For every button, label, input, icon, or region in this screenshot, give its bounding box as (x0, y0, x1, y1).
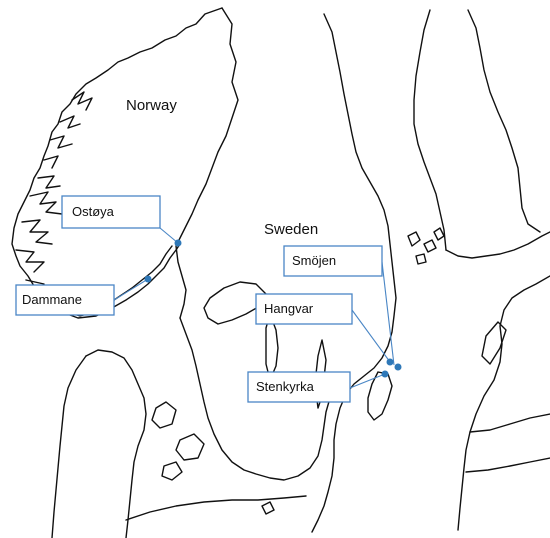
germany-coastline (125, 495, 307, 521)
danish-islands (151, 401, 205, 481)
dammane-label: Dammane (22, 292, 82, 307)
bornholm-island (261, 501, 275, 515)
ostoya-site-marker[interactable] (174, 239, 182, 247)
hangvar-site-marker[interactable] (386, 358, 394, 366)
jutland-west-coastline (51, 355, 87, 538)
country-label-sweden: Sweden (264, 221, 318, 238)
stenkyrka-label: Stenkyrka (256, 379, 315, 394)
hangvar-label: Hangvar (264, 301, 314, 316)
hangvar-leader-line (351, 309, 391, 363)
ostoya-label: Ostøya (72, 204, 115, 219)
norway-fjords-north (37, 91, 93, 189)
oland-island (315, 339, 327, 409)
finland-inland-border (467, 9, 541, 233)
sweden-east-coastline (311, 13, 397, 533)
smojen-site-marker[interactable] (394, 363, 402, 371)
stenkyrka-label-box (247, 371, 351, 403)
baltic-border-2 (465, 457, 550, 473)
lake-vanern (203, 281, 267, 325)
ostoya-leader-line (159, 227, 179, 244)
country-label-norway: Norway (126, 97, 177, 114)
stenkyrka-leader-line (349, 373, 386, 389)
norway-sweden-border (175, 7, 239, 319)
baltic-east-coastline (457, 275, 550, 531)
stenkyrka-site-marker[interactable] (381, 370, 389, 378)
ostoya-label-box (61, 195, 161, 229)
norway-west-coastline (11, 7, 223, 317)
smojen-label-box (283, 245, 383, 277)
norway-fjords-west (15, 191, 63, 297)
baltic-border-1 (469, 413, 550, 433)
jutland-coastline (85, 349, 147, 538)
saaremaa-island (481, 321, 507, 365)
smojen-label: Smöjen (292, 253, 336, 268)
gotland-island (367, 371, 393, 421)
smojen-leader-line (381, 261, 395, 366)
dammane-site-marker[interactable] (144, 275, 152, 283)
dammane-label-box (15, 284, 115, 316)
norway-south-coastline (61, 243, 181, 319)
hangvar-label-box (255, 293, 353, 325)
sweden-south-coastline (179, 317, 347, 481)
dammane-leader-line (113, 278, 149, 301)
finland-west-coastline (413, 9, 447, 251)
finland-southwest-coastline (445, 231, 550, 259)
aland-islands (407, 227, 445, 265)
